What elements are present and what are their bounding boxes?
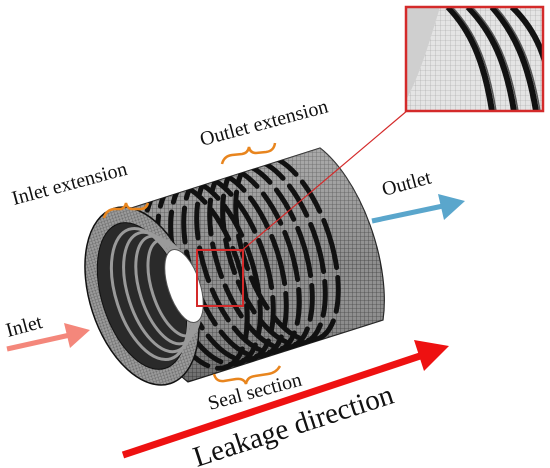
outlet-extension-brace	[220, 142, 277, 165]
leakage-arrow	[121, 340, 449, 459]
inlet-label: Inlet	[4, 311, 46, 342]
zoom-frame	[404, 5, 545, 113]
detail-highlight-box	[196, 249, 244, 307]
zoom-leader-line	[239, 109, 409, 253]
inlet-extension-brace	[102, 202, 150, 219]
outlet-arrow	[371, 194, 465, 224]
inlet-arrow	[6, 323, 90, 352]
seal-section-brace	[212, 365, 282, 385]
zoom-inset	[404, 5, 545, 113]
outlet-extension-label: Outlet extension	[198, 96, 331, 151]
outlet-label: Outlet	[380, 167, 434, 201]
inlet-extension-label: Inlet extension	[10, 158, 130, 210]
